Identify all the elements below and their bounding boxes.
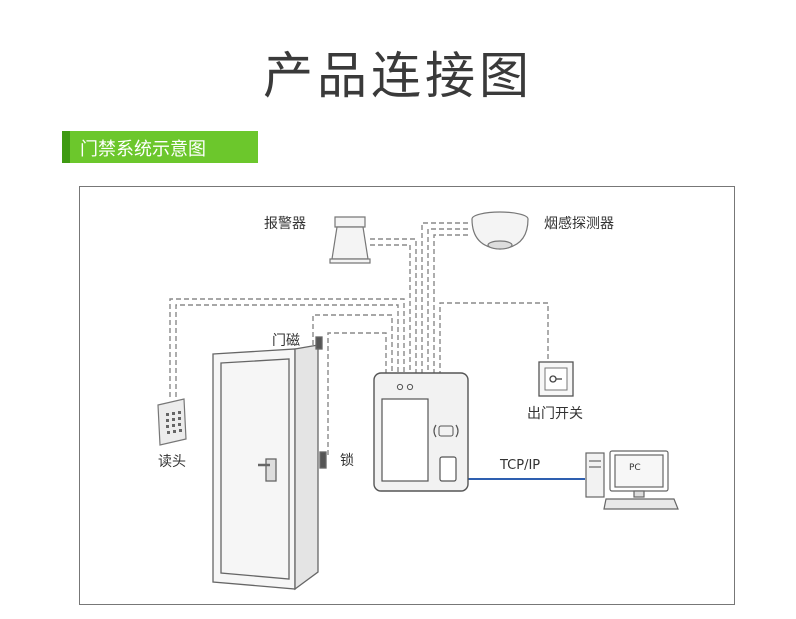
wire-smoke-2	[427, 228, 468, 373]
label-exit-button: 出门开关	[527, 406, 583, 422]
label-pc: PC	[629, 463, 641, 473]
label-alarm: 报警器	[264, 216, 306, 232]
wire-door-sensor	[312, 314, 393, 373]
wire-exit	[439, 302, 549, 373]
exit-button-icon	[538, 361, 574, 397]
wire-smoke-3	[433, 234, 468, 373]
door-icon	[212, 336, 327, 591]
label-network: TCP/IP	[500, 458, 541, 473]
section-tag-accent	[62, 131, 70, 163]
section-tag-label: 门禁系统示意图	[80, 139, 206, 160]
label-lock: 锁	[340, 453, 354, 469]
label-reader: 读头	[158, 454, 186, 470]
card-reader-icon	[157, 398, 187, 446]
wire-reader	[169, 298, 405, 397]
wire-lock	[327, 332, 387, 455]
alarm-siren-icon	[329, 216, 371, 264]
section-tag-bar	[70, 131, 258, 163]
label-door-sensor: 门磁	[272, 333, 300, 349]
connection-diagram	[157, 211, 679, 591]
wire-smoke	[421, 222, 468, 373]
access-terminal-icon	[373, 372, 469, 492]
pc-icon	[585, 450, 679, 510]
page-title: 产品连接图	[263, 47, 533, 105]
diagram-frame: 报警器 烟感探测器 门磁 锁 读头 出门开关 TCP/IP PC	[79, 186, 735, 605]
wire-alarm	[370, 238, 417, 373]
smoke-detector-icon	[471, 211, 529, 250]
wire-alarm-2	[370, 244, 411, 373]
wiring	[169, 222, 549, 455]
wire-reader-2	[175, 304, 399, 397]
label-smoke-detector: 烟感探测器	[544, 216, 614, 232]
